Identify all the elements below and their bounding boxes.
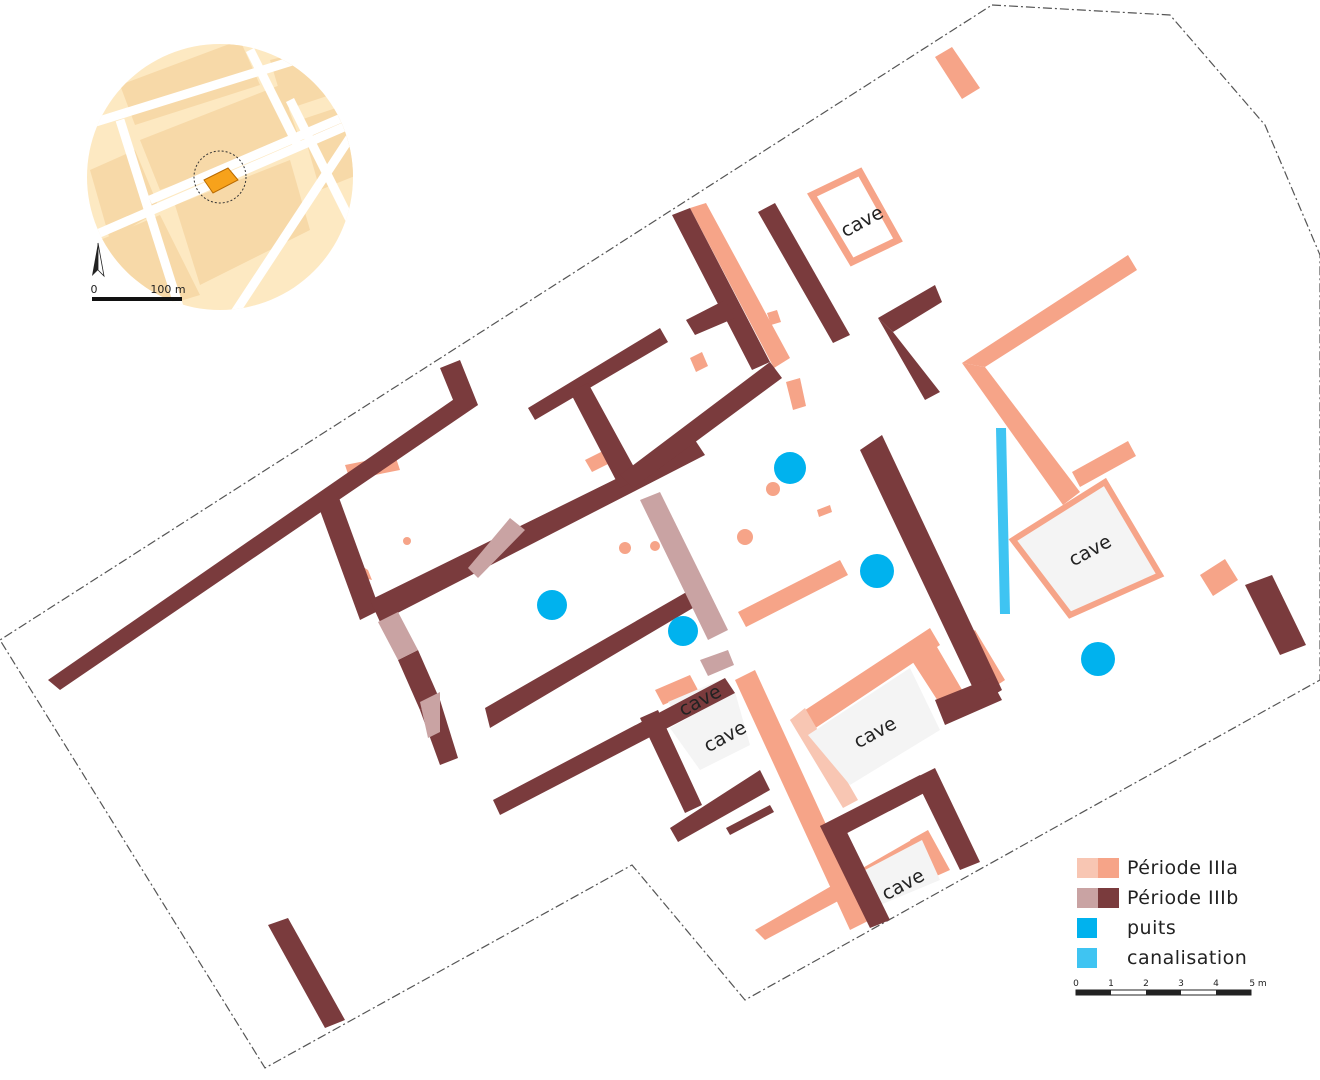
legend-item-periode-IIIa: Période IIIa: [1075, 855, 1275, 885]
map-legend: Période IIIa Période IIIb puits canalisa…: [1075, 855, 1275, 975]
north-arrow-icon: [92, 242, 105, 278]
legend-swatch: [1077, 888, 1119, 908]
inset-scale-bar: [92, 297, 182, 301]
legend-swatch: [1077, 948, 1097, 968]
periode-IIIa-light-structures: [790, 708, 858, 808]
scale-bar: 0 1 2 3 4 5 m: [1073, 979, 1267, 996]
legend-item-canalisation: canalisation: [1075, 945, 1275, 975]
inset-scale-end: 100 m: [150, 283, 185, 296]
scale-tick: 1: [1108, 979, 1114, 989]
legend-label: puits: [1127, 917, 1177, 939]
excavation-boundary: [0, 4, 1320, 1069]
legend-item-puits: puits: [1075, 915, 1275, 945]
legend-label: Période IIIb: [1127, 887, 1239, 909]
legend-swatch: [1077, 918, 1097, 938]
legend-label: Période IIIa: [1127, 857, 1239, 879]
scale-tick: 3: [1178, 979, 1184, 989]
scale-tick: 0: [1073, 979, 1079, 989]
periode-IIIb-light-structures: [378, 492, 734, 738]
inset-scale-start: 0: [91, 283, 98, 296]
site-location-marker: [203, 167, 239, 194]
scale-tick: 2: [1143, 979, 1149, 989]
legend-item-periode-IIIb: Période IIIb: [1075, 885, 1275, 915]
scale-tick: 4: [1213, 979, 1219, 989]
inset-location-map: 0 100 m: [87, 44, 353, 310]
legend-label: canalisation: [1127, 947, 1248, 969]
scale-tick: 5 m: [1249, 979, 1266, 989]
cave-structures: [668, 167, 1165, 905]
puits-wells: [537, 452, 1115, 676]
legend-swatch: [1077, 858, 1119, 878]
periode-IIIb-structures: [48, 203, 1306, 1028]
canalisation-channel: [996, 428, 1010, 614]
